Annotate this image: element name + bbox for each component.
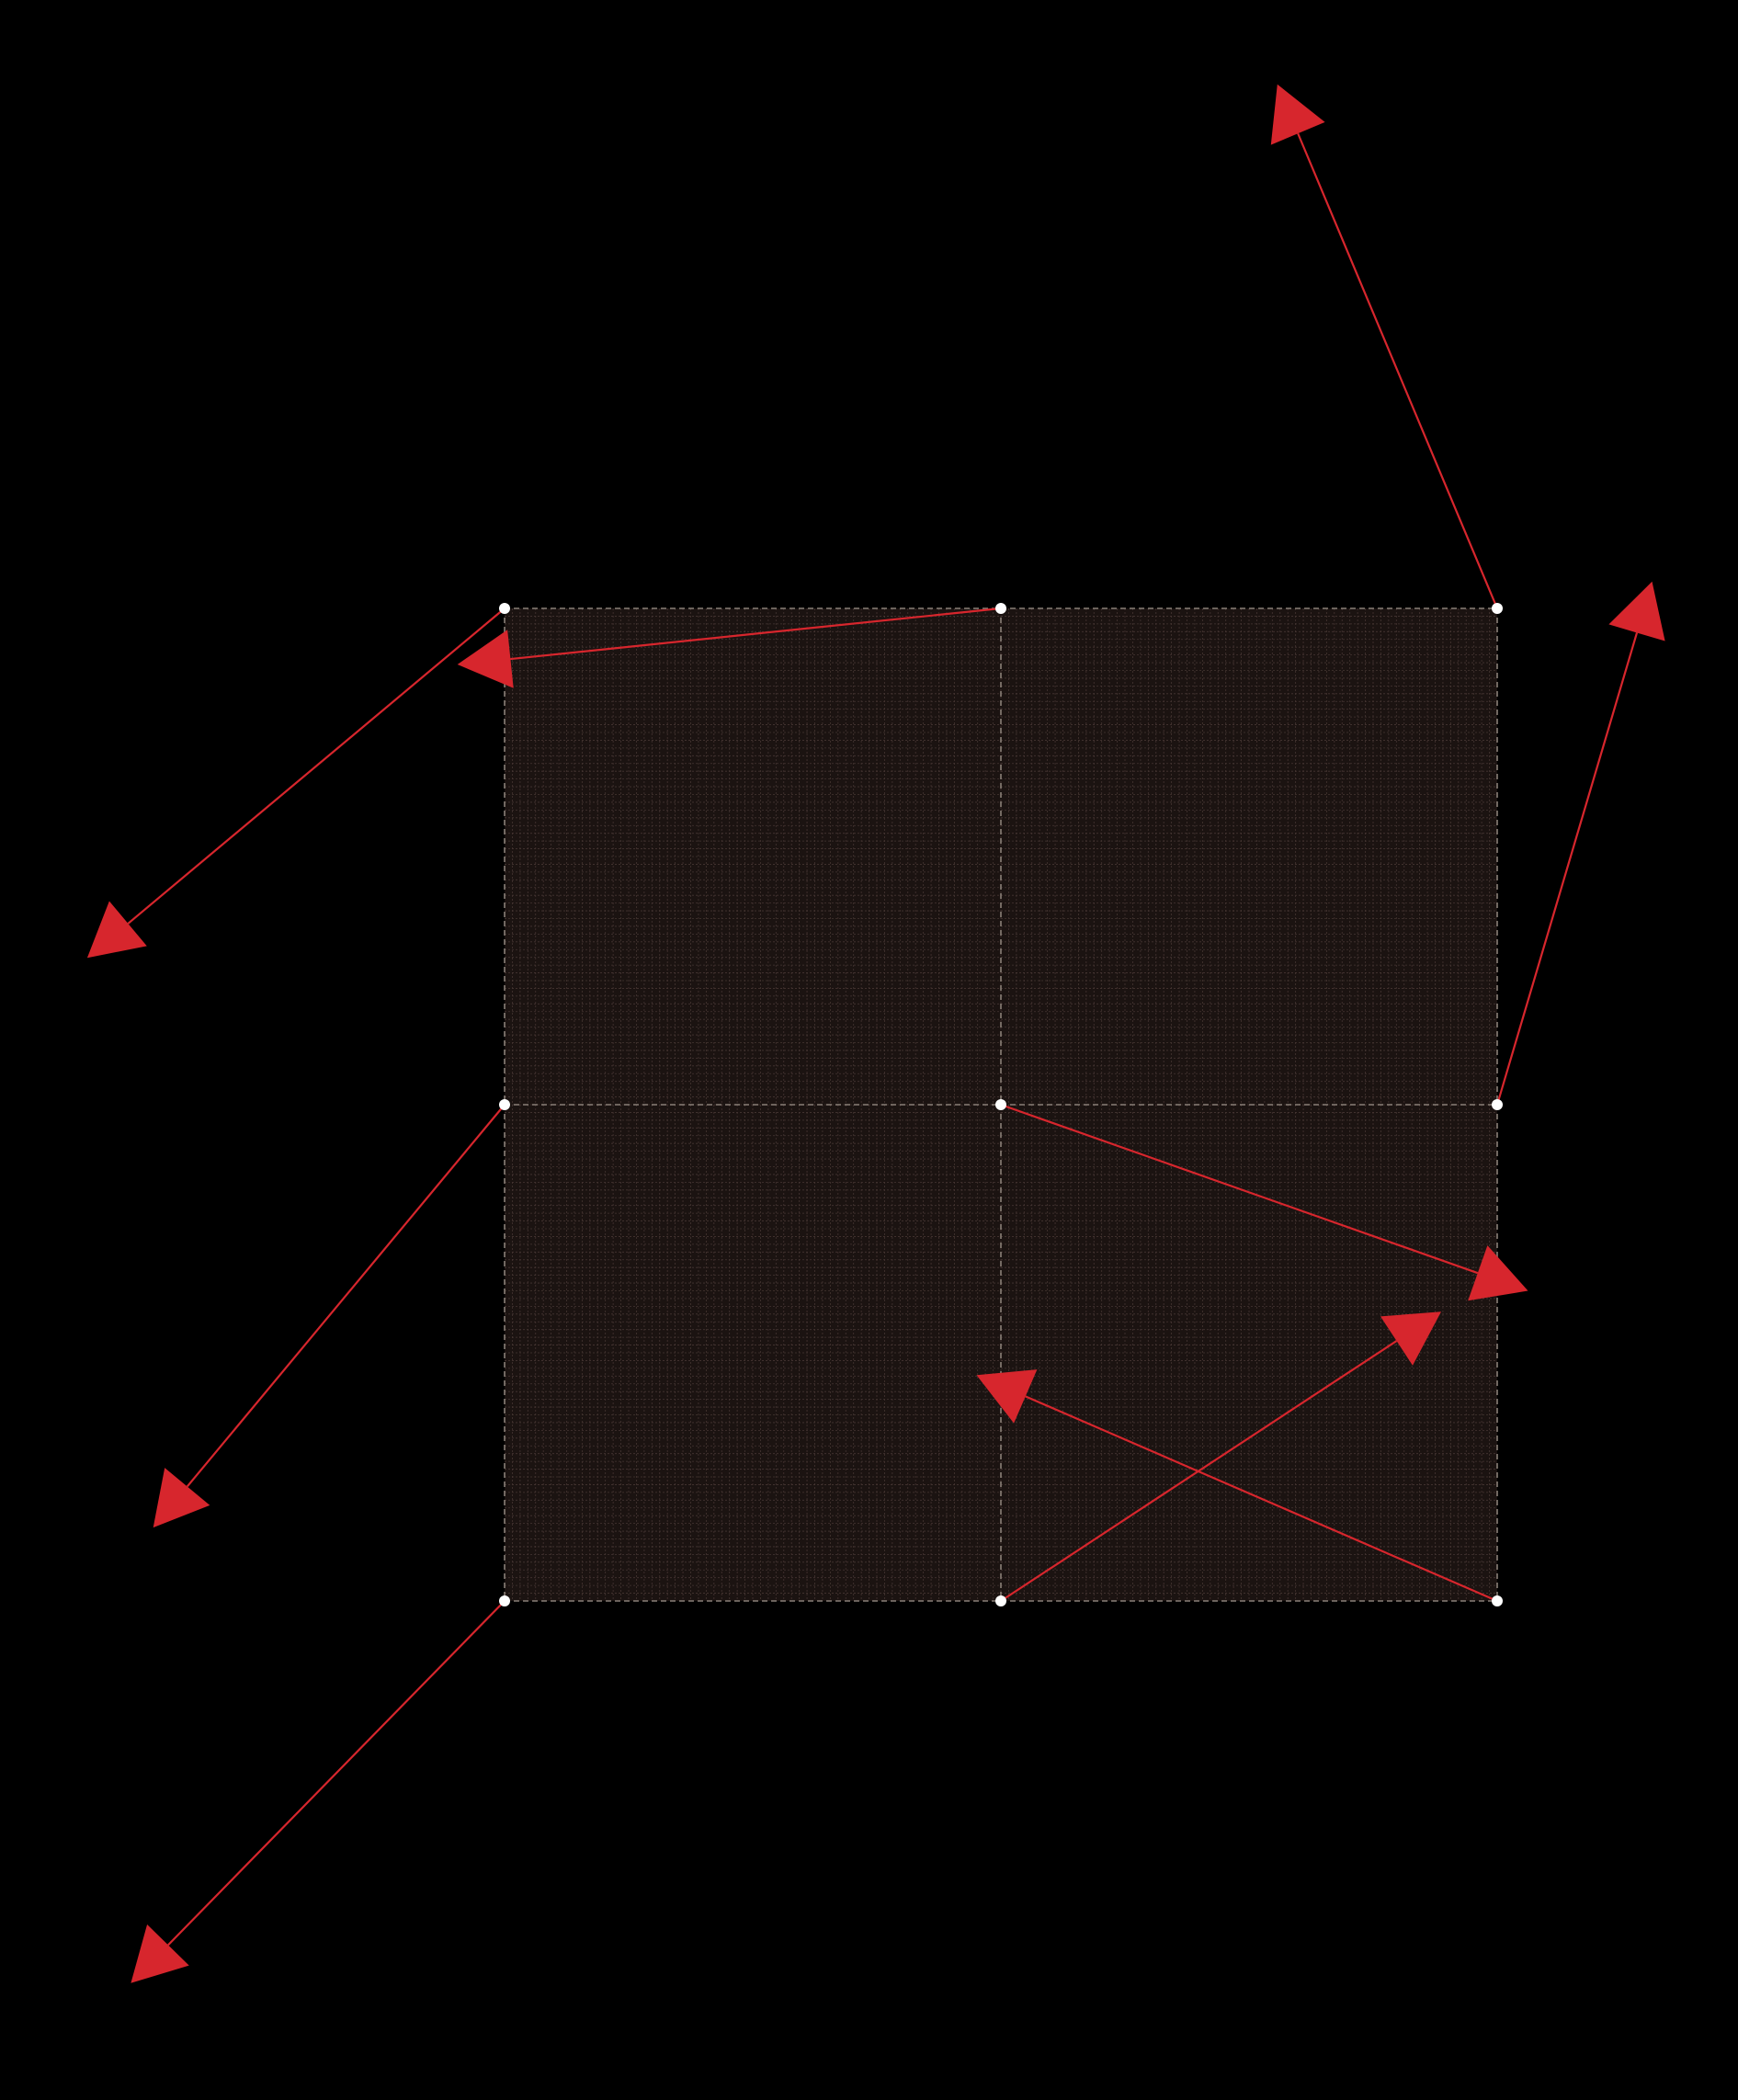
displacement-arrow	[86, 607, 505, 959]
arrow-shaft	[127, 607, 505, 925]
arrow-head	[1270, 84, 1325, 145]
displacement-arrow	[976, 1369, 1498, 1603]
grid-node	[995, 1099, 1006, 1110]
arrow-head	[1380, 1311, 1441, 1366]
grid-node	[1492, 1595, 1503, 1606]
grid-nodes	[499, 603, 1503, 1606]
arrow-head	[86, 901, 147, 959]
displacement-arrow	[131, 1600, 505, 1983]
grid-node	[499, 1595, 510, 1606]
displacement-arrows	[86, 84, 1665, 1983]
grid-node	[1492, 603, 1503, 614]
displacement-arrow	[1495, 581, 1665, 1106]
arrow-head	[131, 1924, 189, 1983]
arrow-shaft	[186, 1104, 505, 1488]
arrow-shaft	[1297, 132, 1499, 609]
arrow-head	[1608, 581, 1665, 641]
grid-node	[499, 603, 510, 614]
displacement-arrow	[1000, 1103, 1528, 1301]
displacement-arrow	[153, 1104, 505, 1528]
arrow-head	[457, 630, 514, 688]
arrow-shaft	[510, 607, 1002, 661]
grid-node	[499, 1099, 510, 1110]
arrow-head	[153, 1468, 210, 1528]
arrow-shaft	[167, 1600, 505, 1947]
grid-node	[995, 603, 1006, 614]
grid-node	[995, 1595, 1006, 1606]
displacement-arrow	[457, 607, 1002, 688]
arrow-head	[1468, 1245, 1528, 1301]
arrow-head	[976, 1369, 1038, 1424]
arrow-shaft	[1495, 632, 1639, 1106]
arrow-shaft	[1025, 1395, 1498, 1603]
displacement-arrow	[1270, 84, 1499, 609]
arrow-shaft	[1000, 1103, 1479, 1275]
grid-node	[1492, 1099, 1503, 1110]
